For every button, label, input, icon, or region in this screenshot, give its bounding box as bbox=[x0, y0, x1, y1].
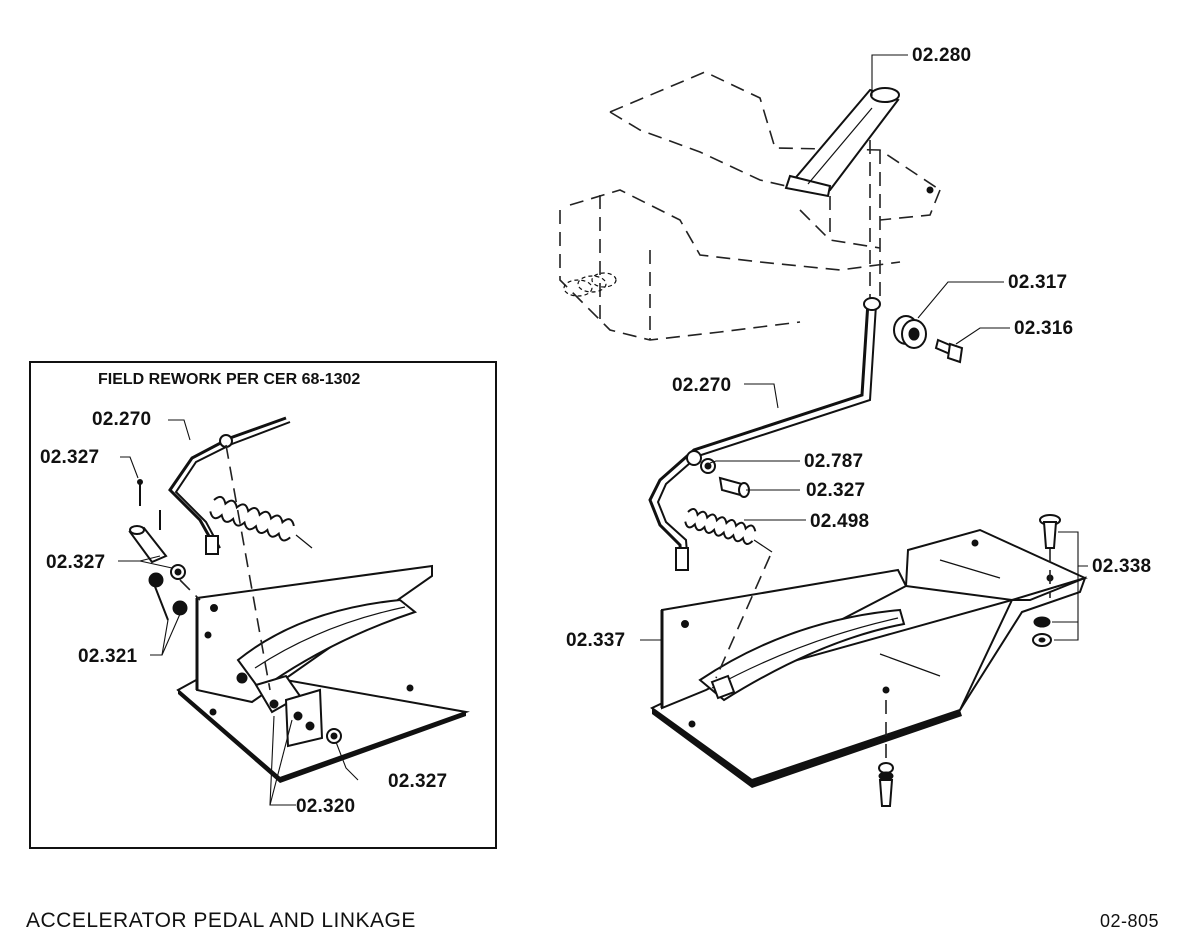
main-spring bbox=[684, 507, 773, 553]
label-washer: 02.787 bbox=[804, 451, 864, 472]
label-screw-set: 02.338 bbox=[1092, 556, 1152, 577]
inset-heading: FIELD REWORK PER CER 68-1302 bbox=[98, 371, 361, 388]
inset-guide-lines bbox=[179, 444, 271, 691]
main-leaders bbox=[640, 54, 1088, 641]
diagram-title: ACCELERATOR PEDAL AND LINKAGE bbox=[26, 909, 416, 932]
inset-washers bbox=[148, 564, 342, 744]
label-bushing: 02.317 bbox=[1008, 272, 1068, 293]
inset-label-pin-mid: 02.327 bbox=[46, 552, 106, 573]
inset-leaders bbox=[118, 419, 359, 806]
inset-label-pin-top: 02.327 bbox=[40, 447, 100, 468]
label-pin: 02.327 bbox=[806, 480, 866, 501]
main-cab-outline bbox=[559, 71, 941, 341]
inset-rod bbox=[168, 416, 291, 555]
inset-label-rod: 02.270 bbox=[92, 409, 152, 430]
inset-spring bbox=[209, 495, 313, 549]
inset-label-nut-bottom: 02.327 bbox=[388, 771, 448, 792]
label-rod: 02.270 bbox=[672, 375, 732, 396]
main-rod bbox=[648, 297, 881, 571]
label-mount-plate: 02.337 bbox=[566, 630, 626, 651]
inset-cotter-pin bbox=[137, 479, 161, 530]
main-valve-stub bbox=[563, 272, 617, 297]
main-guide-lines bbox=[715, 548, 1051, 770]
inset-bracket bbox=[236, 672, 324, 748]
page-number: 02-805 bbox=[1100, 911, 1160, 931]
main-mount-plate bbox=[650, 528, 1088, 788]
inset-label-washers: 02.321 bbox=[78, 646, 138, 667]
main-bottom-screw bbox=[878, 762, 894, 807]
main-pedal-pad bbox=[784, 87, 900, 198]
inset-clevis-pin bbox=[128, 525, 168, 564]
inset-label-bracket: 02.320 bbox=[296, 796, 356, 817]
main-pedal-arm bbox=[698, 608, 906, 702]
main-screw-set bbox=[1032, 514, 1061, 647]
main-washer-pin bbox=[700, 458, 750, 498]
inset-panel bbox=[29, 361, 497, 849]
label-spring: 02.498 bbox=[810, 511, 870, 532]
inset-pedal-arm bbox=[236, 598, 418, 692]
label-pedal-pad: 02.280 bbox=[912, 45, 972, 66]
main-bushing bbox=[893, 315, 927, 349]
label-bolt: 02.316 bbox=[1014, 318, 1074, 339]
main-bolt bbox=[934, 338, 964, 364]
